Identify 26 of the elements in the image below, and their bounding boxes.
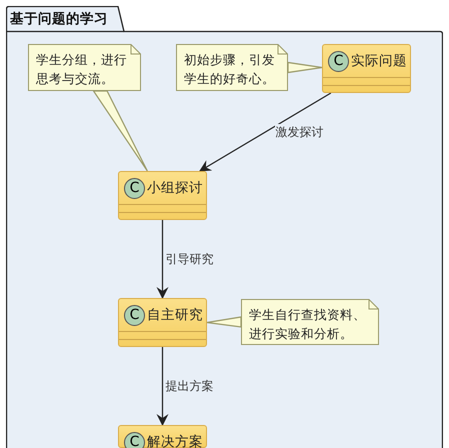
class-box [118, 425, 207, 448]
class-name: 小组探讨 [147, 179, 203, 197]
class-name: 自主研究 [147, 306, 203, 324]
edge-label: 提出方案 [166, 378, 214, 395]
class-icon: C [124, 432, 145, 448]
edge-label: 激发探讨 [275, 124, 324, 141]
note: 学生自行查找资料、进行实验和分析。 [241, 299, 379, 345]
class-box [118, 298, 207, 347]
note: 初始步骤，引发学生的好奇心。 [176, 44, 288, 91]
class-box [322, 44, 411, 93]
arrow [156, 347, 168, 426]
package-title: 基于问题的学习 [10, 10, 108, 28]
note-connector [92, 90, 148, 172]
edge-label: 引导研究 [166, 251, 214, 268]
note: 学生分组，进行思考与交流。 [28, 44, 141, 91]
class-name: 实际问题 [351, 52, 407, 70]
class-icon: C [124, 304, 145, 326]
arrow [156, 220, 168, 299]
note-connector [206, 316, 242, 328]
package-frame [6, 6, 443, 448]
class-icon: C [328, 50, 349, 72]
class-name: 解决方案 [147, 433, 203, 448]
arrow [199, 92, 332, 172]
class-icon: C [124, 178, 145, 198]
class-box [118, 171, 207, 220]
note-connector [287, 62, 323, 74]
